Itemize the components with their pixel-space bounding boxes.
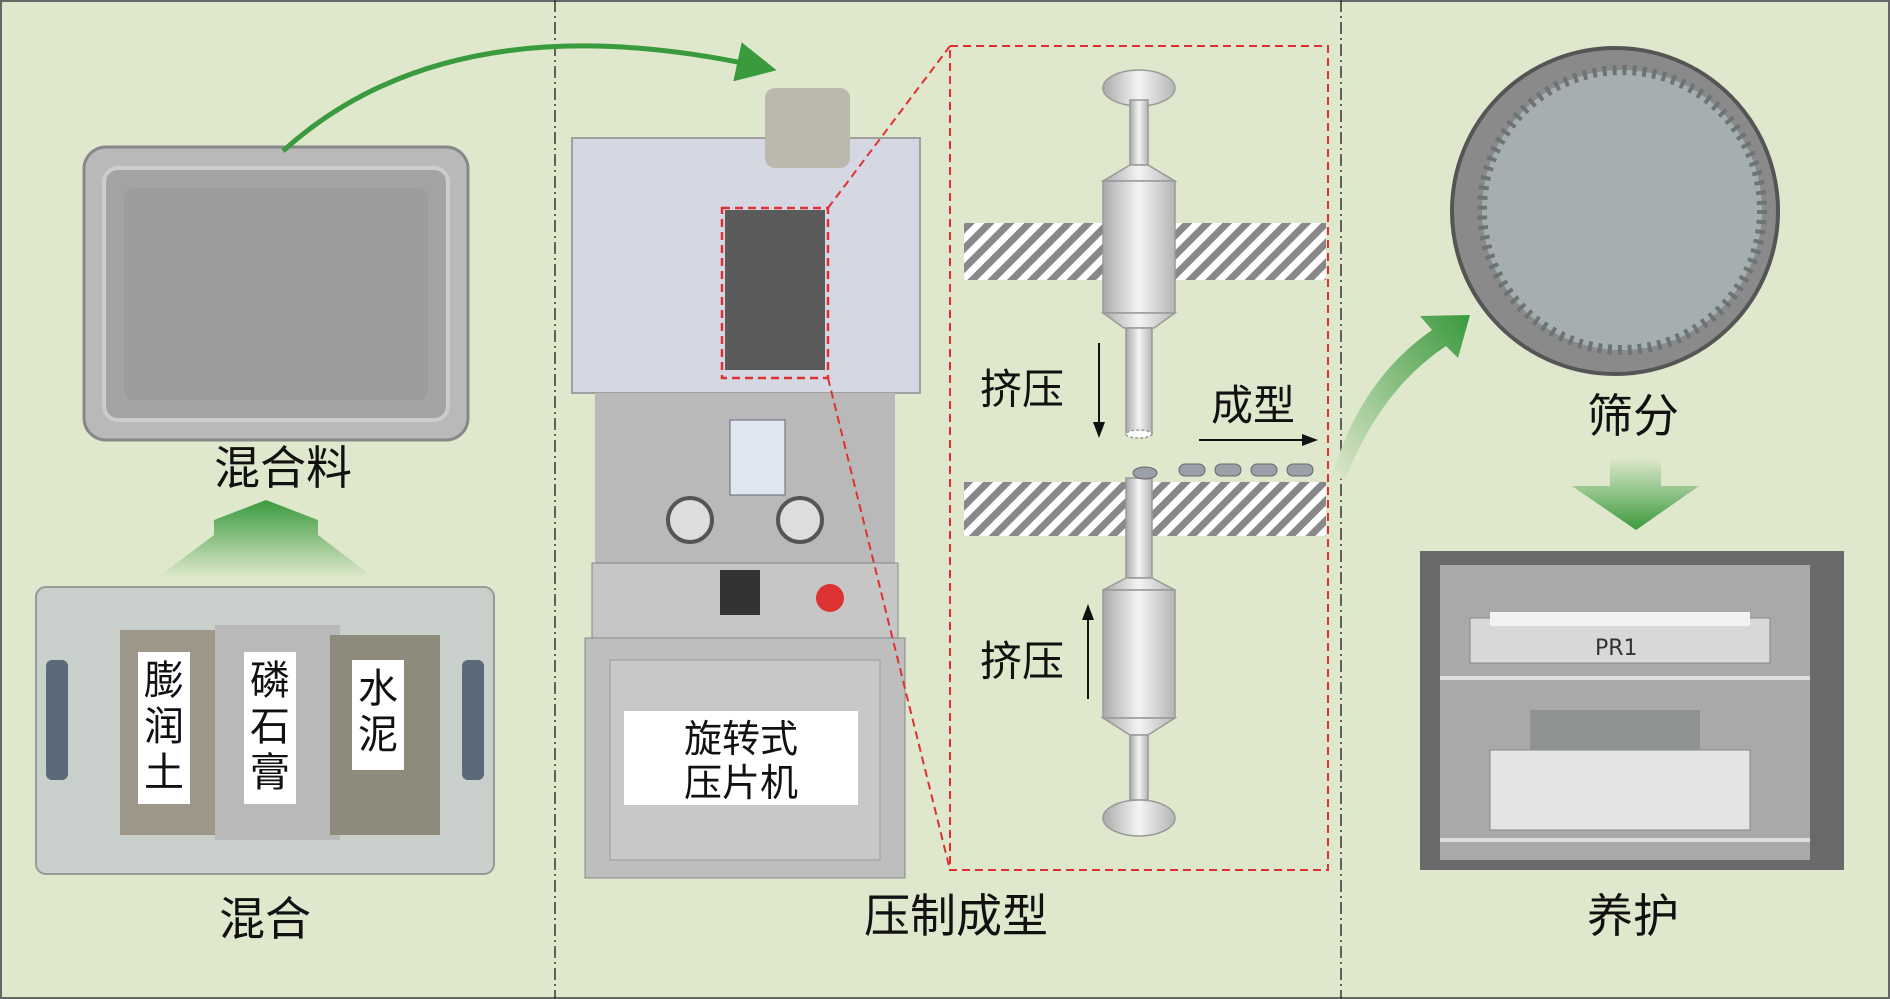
machine-label-box (624, 711, 858, 805)
forming-label: 成型 (1211, 381, 1295, 430)
material-label-cement: 水泥 (352, 660, 404, 770)
curing-oven-photo: PR1 (1420, 551, 1844, 870)
highlight-box (720, 206, 830, 380)
machine-label-line2: 压片机 (684, 761, 798, 805)
tablets (1132, 463, 1314, 480)
sieving-label: 筛分 (1587, 389, 1679, 443)
machine-label-line1: 旋转式 (684, 717, 798, 761)
tablet-press-photo (571, 88, 921, 879)
svg-text:磷石膏: 磷石膏 (250, 658, 290, 796)
upper-punch (1100, 69, 1178, 439)
material-label-bentonite: 膨润土 (138, 652, 190, 804)
punch-detail-box (949, 45, 1329, 871)
up-arrow-icon (157, 500, 374, 578)
transfer-arrow-icon (281, 42, 777, 153)
material-label-phosphogypsum: 磷石膏 (244, 652, 296, 804)
svg-text:膨润土: 膨润土 (144, 658, 184, 796)
tray-tag: PR1 (1595, 636, 1638, 661)
zoom-line (827, 45, 951, 209)
mixing-title: 混合 (219, 892, 311, 946)
sieve-photo (1450, 46, 1780, 376)
down-arrow-icon (1572, 458, 1699, 530)
curing-title: 养护 (1587, 889, 1679, 943)
mixture-label: 混合料 (214, 441, 352, 495)
lower-punch (1100, 477, 1178, 837)
press-bottom-label: 挤压 (980, 637, 1064, 686)
press-top-label: 挤压 (980, 365, 1064, 414)
svg-text:水泥: 水泥 (358, 666, 398, 758)
pressing-title: 压制成型 (864, 889, 1048, 943)
curved-arrow-icon (1332, 315, 1470, 480)
zoom-line (827, 377, 951, 871)
mixture-tray-photo (82, 145, 470, 442)
